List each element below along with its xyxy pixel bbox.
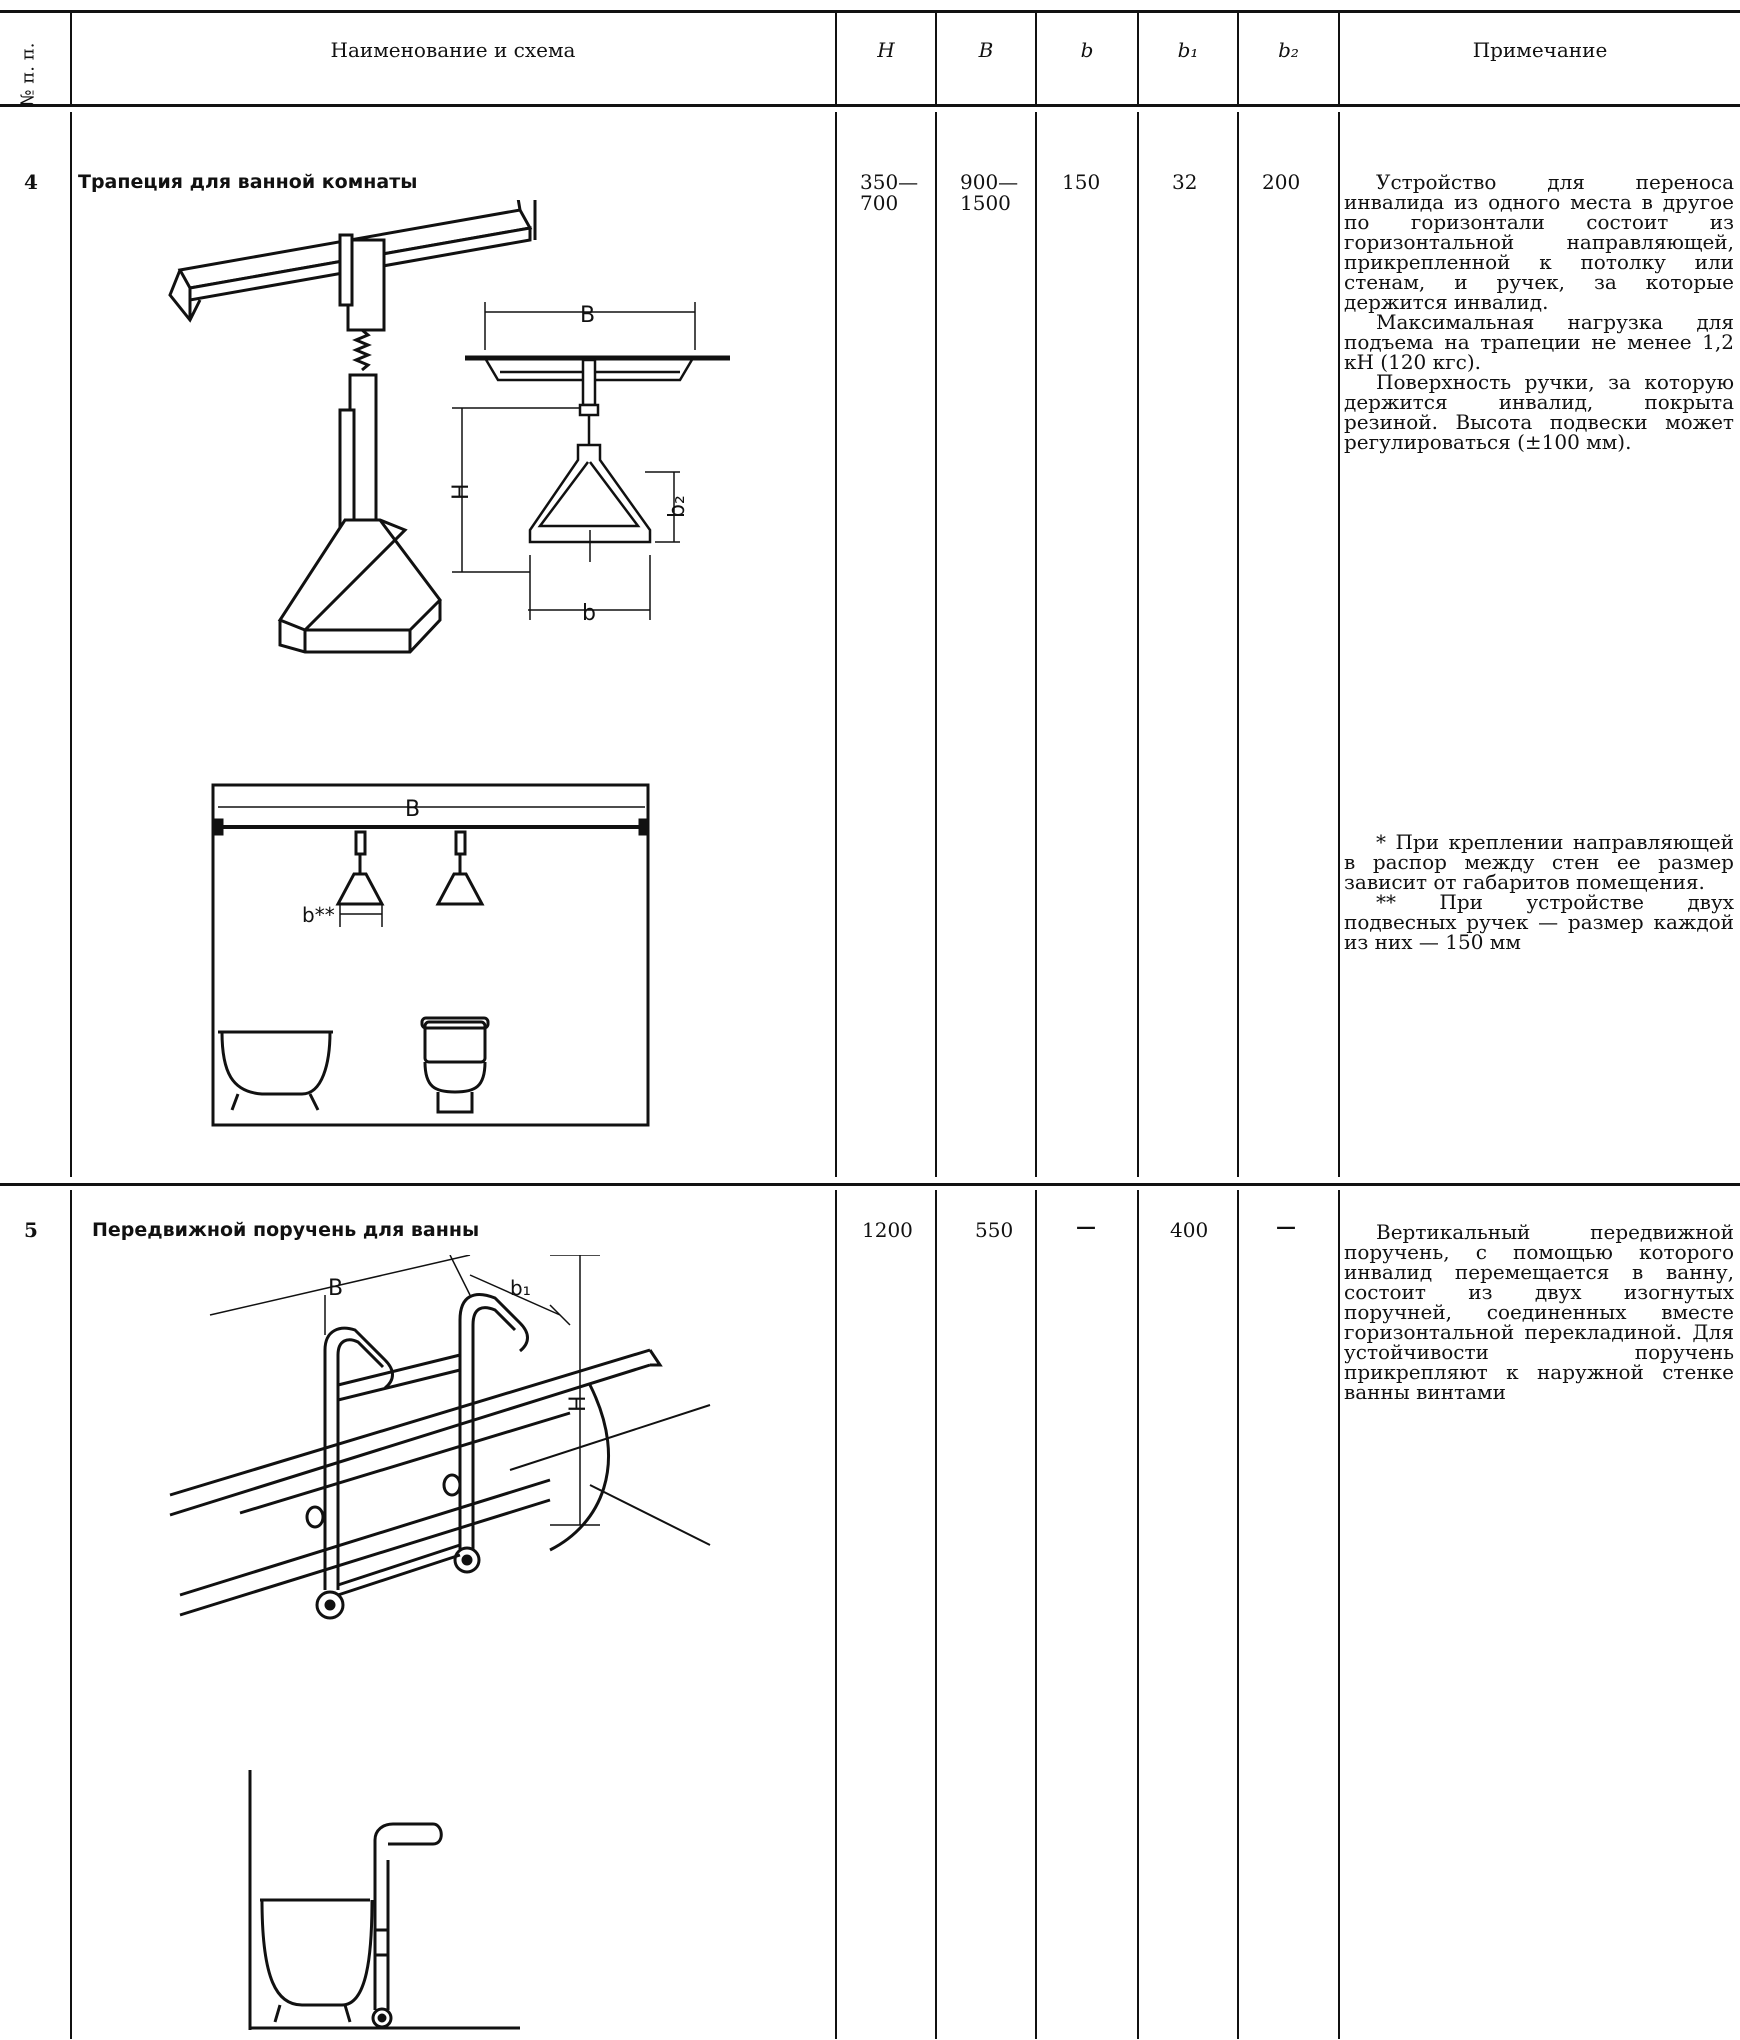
col-rule (1137, 112, 1139, 1177)
row4-note-p3: Поверхность ручки, за которую держится и… (1344, 370, 1734, 454)
table-top-rule (0, 10, 1740, 13)
row4-b: 150 (1062, 170, 1101, 194)
col-rule (835, 12, 837, 106)
header-name: Наименование и схема (330, 38, 576, 62)
rail-label-H: H (566, 1395, 591, 1412)
col-rule (1338, 1190, 1340, 2039)
row5-name: Передвижной поручень для ванны (92, 1219, 480, 1241)
row4-note-p1: Устройство для переноса инвалида из одно… (1344, 170, 1734, 314)
col-rule (1035, 1190, 1037, 2039)
bath-rail-diagram: B b₁ H (169, 1255, 711, 1620)
header-b2: b₂ (1278, 38, 1299, 62)
trapeze-room-diagram: B b** (211, 783, 650, 1127)
col-rule (835, 112, 837, 1177)
col-rule (70, 1190, 72, 2039)
row4-b2: 200 (1262, 170, 1301, 194)
col-rule (70, 112, 72, 1177)
row4-footnote-1: * При креплении направляющей в распор ме… (1344, 830, 1734, 894)
bath-rail-side-diagram (248, 1770, 520, 2030)
col-rule (1137, 1190, 1139, 2039)
header-B: B (978, 38, 994, 62)
col-rule (1338, 12, 1340, 106)
row-separator-rule (0, 1183, 1740, 1186)
dim-label-b2: b₂ (665, 495, 690, 518)
row4-name: Трапеция для ванной комнаты (78, 171, 418, 193)
col-rule (1237, 12, 1239, 106)
col-rule (1137, 12, 1139, 106)
col-rule (1035, 112, 1037, 1177)
dim-label-B: B (580, 303, 595, 328)
rail-label-b1: b₁ (510, 1276, 531, 1300)
row4-num: 4 (24, 170, 38, 194)
col-rule (1338, 112, 1340, 1177)
trapeze-diagram: B H b₂ b (168, 200, 730, 654)
row4-footnote-2: ** При устройстве двух подвесных ручек —… (1344, 890, 1734, 954)
header-b: b (1080, 38, 1094, 62)
row4-note-p2: Максимальная нагрузка для подъема на тра… (1344, 310, 1734, 374)
row4-note: Устройство для переноса инвалида из одно… (1344, 172, 1734, 452)
dim-label-b: b (582, 601, 596, 626)
row5-b2: — (1276, 1214, 1296, 1238)
rail-label-B: B (328, 1276, 343, 1301)
col-rule (1237, 112, 1239, 1177)
col-rule (935, 112, 937, 1177)
header-note: Примечание (1472, 38, 1608, 62)
header-H: H (877, 38, 895, 62)
row5-num: 5 (24, 1218, 38, 1242)
room-label-b-star: b** (302, 903, 335, 927)
row5-B: 550 (975, 1218, 1014, 1242)
col-rule (935, 12, 937, 106)
header-bottom-rule (0, 104, 1740, 107)
header-num: № п. п. (17, 42, 39, 107)
header-b1: b₁ (1177, 38, 1199, 62)
row4-b1: 32 (1172, 170, 1198, 194)
col-rule (1237, 1190, 1239, 2039)
row5-b1: 400 (1170, 1218, 1209, 1242)
row5-b: — (1076, 1214, 1096, 1238)
dim-label-H: H (449, 483, 474, 500)
row5-note: Вертикальный передвижной поручень, с пом… (1344, 1222, 1734, 1402)
row5-note-p1: Вертикальный передвижной поручень, с пом… (1344, 1220, 1734, 1404)
col-rule (935, 1190, 937, 2039)
room-label-B: B (405, 797, 420, 822)
col-rule (835, 1190, 837, 2039)
col-rule (70, 12, 72, 106)
col-rule (1035, 12, 1037, 106)
row4-H: 350— 700 (860, 170, 919, 215)
row5-H: 1200 (862, 1218, 913, 1242)
row4-footnotes: * При креплении направляющей в распор ме… (1344, 832, 1734, 952)
row4-B: 900— 1500 (960, 170, 1019, 215)
